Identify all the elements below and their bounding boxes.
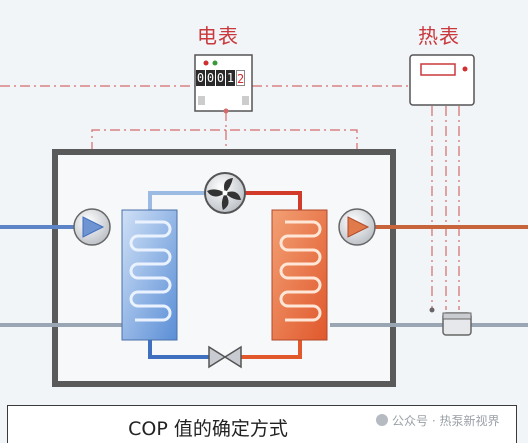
caption-title: COP 值的确定方式	[128, 418, 288, 440]
wechat-icon	[376, 414, 388, 426]
fan-icon	[204, 172, 246, 214]
meter-digits: 0 0 0 1 2	[196, 70, 245, 86]
left-water-lines	[0, 225, 124, 327]
caption-box: COP 值的确定方式	[7, 405, 517, 443]
right-water-lines	[330, 225, 528, 327]
refrigerant-loop	[148, 191, 302, 359]
watermark-text: 公众号 · 热泵新视界	[392, 414, 500, 428]
condenser	[271, 209, 328, 341]
evaporator	[121, 209, 178, 341]
pump-icon	[73, 208, 111, 246]
meter-digit: 0	[216, 70, 225, 86]
expansion-valve-icon	[208, 345, 242, 369]
meter-digit: 0	[206, 70, 215, 86]
meter-digit: 0	[196, 70, 205, 86]
pump-icon	[338, 208, 376, 246]
watermark: 公众号 · 热泵新视界	[376, 412, 499, 429]
electric-meter-label: 电表	[197, 24, 239, 48]
heat-meter-label: 热表	[418, 24, 460, 48]
unit-frame	[52, 149, 396, 387]
heat-meter	[409, 54, 475, 106]
meter-digit: 1	[226, 70, 235, 86]
meter-digit: 2	[236, 70, 245, 86]
flow-sensor-icon	[429, 307, 472, 336]
